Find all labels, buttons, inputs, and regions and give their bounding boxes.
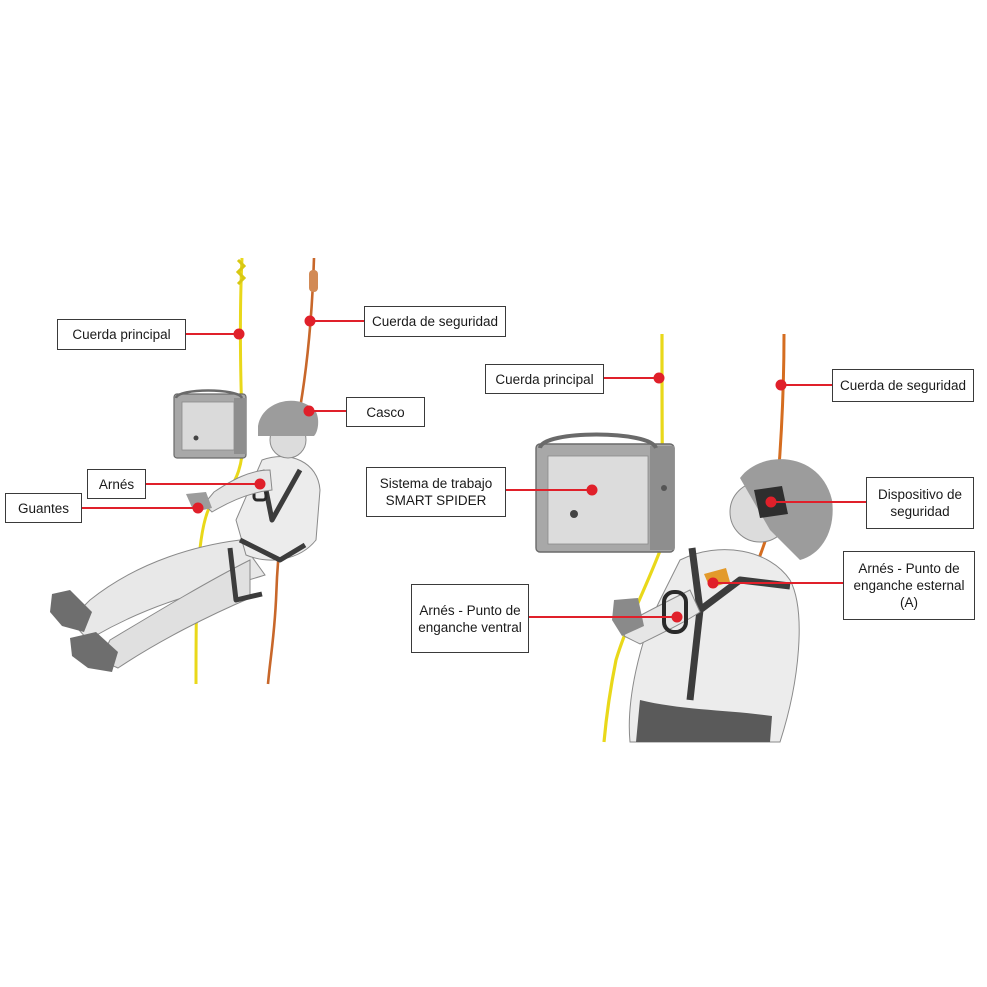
label-left-cuerda-seguridad: Cuerda de seguridad (364, 306, 506, 337)
right-device (535, 432, 675, 553)
left-helmet (258, 400, 319, 436)
right-torso (628, 549, 800, 743)
label-right-cuerda-seguridad: Cuerda de seguridad (832, 369, 974, 402)
left-dot-guantes (192, 502, 204, 514)
right-lower-harness (636, 700, 772, 742)
left-dot-cuerda-seguridad (304, 315, 316, 327)
left-dot-arnes (254, 478, 266, 490)
left-dot-casco (303, 405, 315, 417)
right-carabiner (662, 590, 688, 634)
label-right-arnes-ventral: Arnés - Punto de enganche ventral (411, 584, 529, 653)
label-left-casco: Casco (346, 397, 425, 427)
label-right-dispositivo: Dispositivo de seguridad (866, 477, 974, 529)
right-figure (535, 333, 833, 743)
label-left-guantes: Guantes (5, 493, 82, 523)
right-dot-arnes-ventral (671, 611, 683, 623)
label-right-sistema: Sistema de trabajo SMART SPIDER (366, 467, 506, 517)
right-dot-cuerda-seguridad (775, 379, 787, 391)
label-right-arnes-esternal: Arnés - Punto de enganche esternal (A) (843, 551, 975, 620)
left-boot-1 (50, 590, 92, 632)
left-safety-rope-connector (309, 270, 318, 292)
left-figure (50, 257, 321, 685)
right-dot-sistema (586, 484, 598, 496)
label-left-arnes: Arnés (87, 469, 146, 499)
left-arm (203, 469, 273, 513)
right-dot-cuerda-principal (653, 372, 665, 384)
right-dot-dispositivo (765, 496, 777, 508)
left-dot-cuerda-principal (233, 328, 245, 340)
left-main-rope-top-knot (235, 258, 247, 286)
leader-lines (82, 315, 866, 623)
left-main-rope (194, 257, 245, 685)
label-right-cuerda-principal: Cuerda principal (485, 364, 604, 394)
right-dot-arnes-esternal (707, 577, 719, 589)
left-device (173, 389, 247, 459)
left-boot-2 (70, 632, 118, 672)
right-main-rope (602, 333, 666, 743)
label-left-cuerda-principal: Cuerda principal (57, 319, 186, 350)
